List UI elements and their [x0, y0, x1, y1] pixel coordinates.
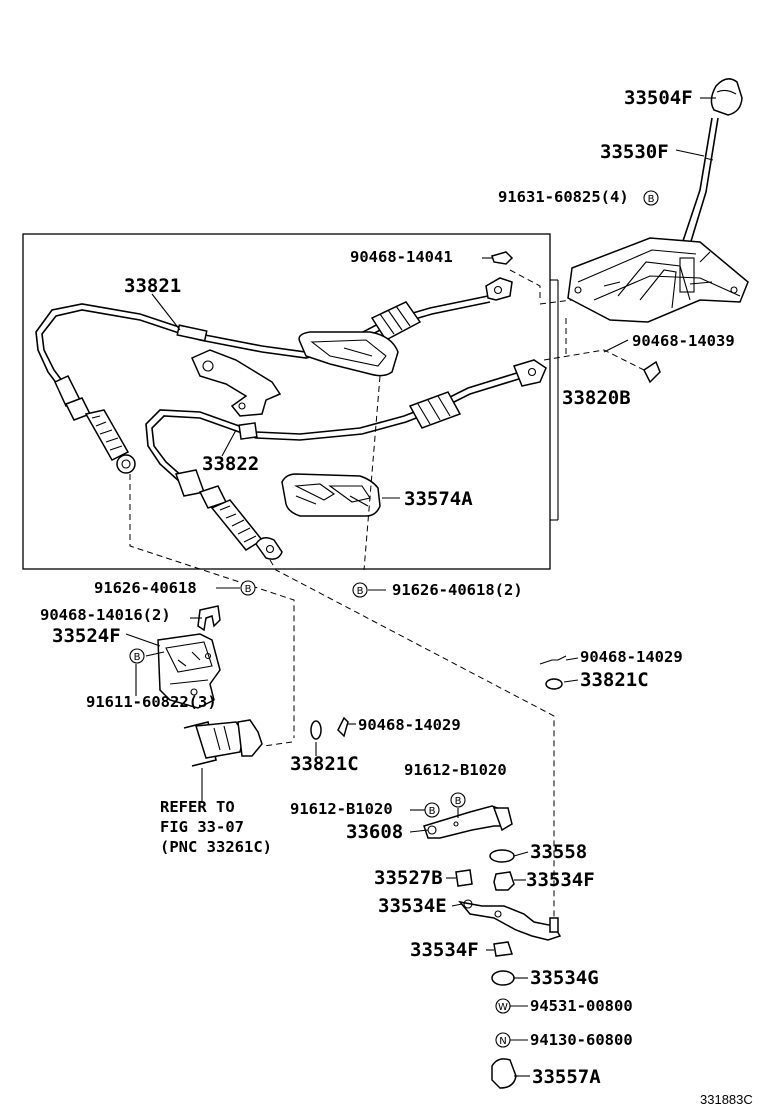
part-label-94531-00800[interactable]: 94531-00800	[530, 997, 633, 1015]
leader-line	[565, 657, 579, 661]
leader-line	[513, 851, 529, 857]
bushing-33821c-left-drawing[interactable]	[310, 720, 322, 740]
part-label-33534e[interactable]: 33534E	[378, 895, 447, 917]
assembly-line	[269, 559, 555, 918]
svg-text:N: N	[499, 1036, 506, 1047]
svg-text:B: B	[429, 806, 436, 817]
leader-line	[409, 829, 429, 833]
knob-33557a-drawing[interactable]	[491, 1058, 517, 1089]
bushing-33527b-drawing[interactable]	[455, 869, 473, 887]
bolt-symbol: B	[450, 792, 466, 808]
part-label-91626-40618[interactable]: 91626-40618	[94, 579, 197, 597]
part-label-33504f[interactable]: 33504F	[624, 87, 693, 109]
part-label-33527b[interactable]: 33527B	[374, 867, 443, 889]
washer-symbol: W	[495, 998, 511, 1014]
cable-support-bracket-drawing[interactable]	[157, 633, 221, 709]
leader-line	[675, 149, 705, 157]
leader-line	[125, 633, 161, 647]
svg-text:W: W	[498, 1002, 508, 1013]
bushing-33821c-right-drawing[interactable]	[545, 678, 563, 690]
svg-text:B: B	[357, 586, 364, 597]
part-label-90468-14016[interactable]: 90468-14016(2)	[40, 606, 171, 624]
part-label-33524f[interactable]: 33524F	[52, 625, 121, 647]
part-label-33534g[interactable]: 33534G	[530, 967, 599, 989]
reference-note-line1: REFER TO	[160, 798, 235, 816]
svg-text:B: B	[134, 652, 141, 663]
assembly-line	[539, 299, 573, 305]
leader-line	[151, 293, 181, 331]
part-label-91631-60825[interactable]: 91631-60825(4)	[498, 188, 629, 206]
leader-line	[603, 339, 629, 353]
clip-14029-right-drawing[interactable]	[539, 655, 567, 665]
bolt-symbol: B	[352, 582, 368, 598]
svg-text:B: B	[648, 194, 655, 205]
assembly-line	[363, 375, 381, 571]
select-cable-33822-drawing[interactable]	[145, 359, 547, 560]
bolt-symbol: B	[424, 802, 440, 818]
leader-line	[145, 651, 165, 657]
part-label-33557a[interactable]: 33557A	[532, 1066, 601, 1088]
bolt-symbol: B	[129, 648, 145, 664]
shift-lever-bracket-drawing[interactable]	[567, 237, 749, 323]
diagram-reference-number: 331883C	[700, 1092, 753, 1107]
part-label-90468-14041[interactable]: 90468-14041	[350, 248, 453, 266]
part-label-91611-60822[interactable]: 91611-60822(3)	[86, 693, 217, 711]
reference-note-line3: (PNC 33261C)	[160, 838, 272, 856]
part-label-91612-b1020-top[interactable]: 91612-B1020	[404, 761, 507, 779]
leader-line	[563, 679, 579, 683]
control-lever-33534e-drawing[interactable]	[458, 899, 562, 941]
bolt-symbol: B	[643, 190, 659, 206]
part-label-33820b[interactable]: 33820B	[562, 387, 631, 409]
bushing-33558-drawing[interactable]	[489, 849, 515, 863]
reference-note-line2: FIG 33-07	[160, 818, 244, 836]
cable-assembly-frame	[22, 233, 551, 570]
bolt-symbol: B	[240, 580, 256, 596]
part-label-91626-40618-2[interactable]: 91626-40618(2)	[392, 581, 523, 599]
bushing-33534g-drawing[interactable]	[491, 970, 515, 986]
svg-text:B: B	[245, 584, 252, 595]
part-label-33534f-upper[interactable]: 33534F	[526, 869, 595, 891]
clip-14039-drawing[interactable]	[643, 360, 661, 384]
nut-symbol: N	[495, 1032, 511, 1048]
svg-text:B: B	[455, 796, 462, 807]
leader-line	[221, 429, 237, 457]
part-label-90468-14029-right[interactable]: 90468-14029	[580, 648, 683, 666]
transmission-shaft-drawing[interactable]	[183, 719, 263, 767]
shift-lever-arm-33608-drawing[interactable]	[423, 805, 513, 839]
assembly-line	[129, 474, 295, 738]
gasket-plate-drawing[interactable]	[281, 473, 381, 517]
part-label-94130-60800[interactable]: 94130-60800	[530, 1031, 633, 1049]
part-label-33821c-left[interactable]: 33821C	[290, 753, 359, 775]
part-label-33574a[interactable]: 33574A	[404, 488, 473, 510]
clip-14029-left-drawing[interactable]	[337, 716, 349, 738]
assembly-line	[543, 349, 645, 371]
part-label-91612-b1020-left[interactable]: 91612-B1020	[290, 800, 393, 818]
part-label-33534f-lower[interactable]: 33534F	[410, 939, 479, 961]
part-label-33530f[interactable]: 33530F	[600, 141, 669, 163]
part-label-33822[interactable]: 33822	[202, 453, 259, 475]
assembly-line	[509, 269, 541, 300]
shift-cable-33821-drawing[interactable]	[35, 277, 513, 474]
clip-14041-drawing[interactable]	[491, 251, 514, 265]
part-label-33608[interactable]: 33608	[346, 821, 403, 843]
leader-line	[451, 903, 463, 907]
bushing-33534f-upper-drawing[interactable]	[493, 871, 515, 891]
part-label-33821[interactable]: 33821	[124, 275, 181, 297]
clip-14016-drawing[interactable]	[197, 605, 221, 632]
part-label-90468-14029-left[interactable]: 90468-14029	[358, 716, 461, 734]
assembly-line	[263, 741, 293, 747]
part-label-90468-14039[interactable]: 90468-14039	[632, 332, 735, 350]
part-label-33821c-right[interactable]: 33821C	[580, 669, 649, 691]
cable-bracket-drawing[interactable]	[191, 349, 282, 417]
part-label-33558[interactable]: 33558	[530, 841, 587, 863]
shift-knob-drawing[interactable]	[710, 78, 743, 116]
bushing-33534f-lower-drawing[interactable]	[493, 941, 514, 957]
